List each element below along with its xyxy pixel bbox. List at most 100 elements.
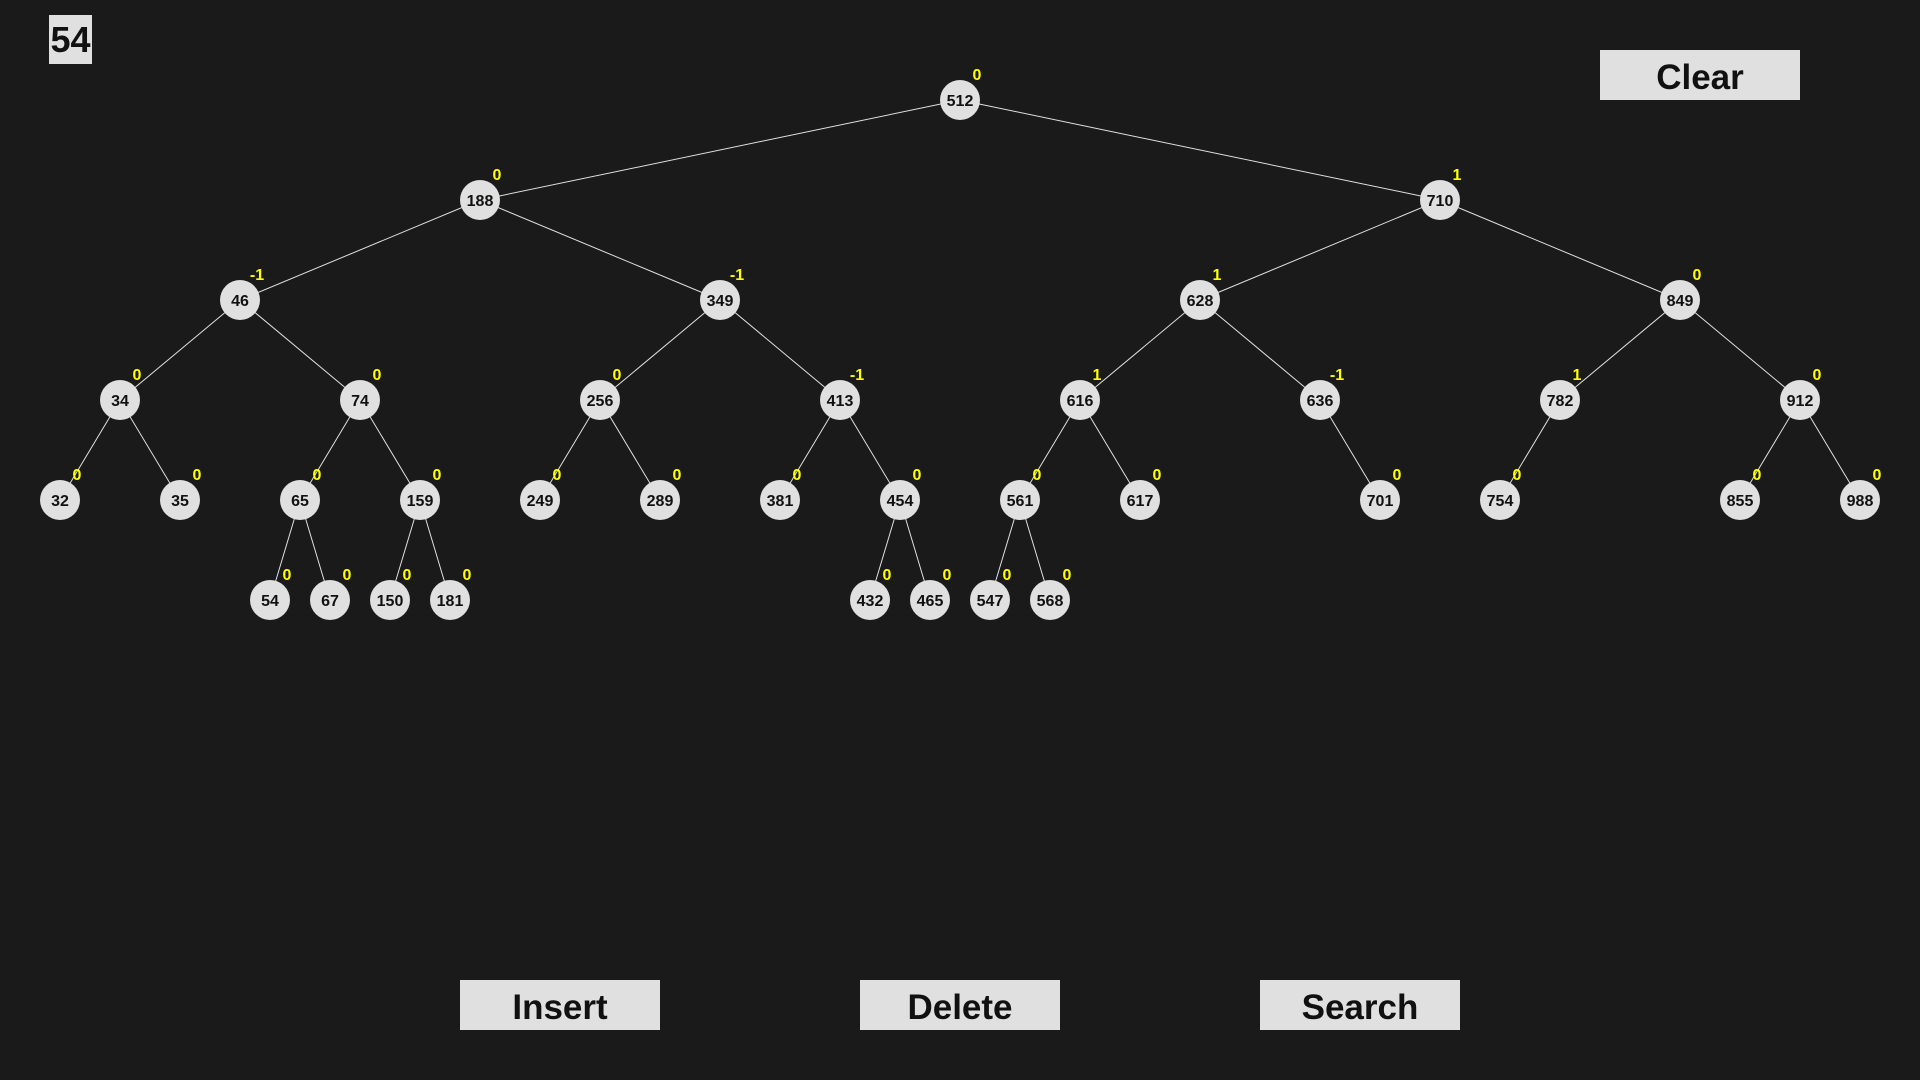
node-circle: [820, 380, 860, 420]
tree-node-54[interactable]: 540: [250, 567, 292, 620]
node-value: 413: [827, 393, 854, 410]
balance-factor: 0: [1003, 567, 1012, 584]
node-circle: [1360, 480, 1400, 520]
tree-node-34[interactable]: 340: [100, 367, 142, 420]
node-value: 65: [291, 493, 309, 510]
node-circle: [100, 380, 140, 420]
tree-node-349[interactable]: 349-1: [700, 267, 744, 320]
node-circle: [430, 580, 470, 620]
node-value: 159: [407, 493, 434, 510]
node-value: 249: [527, 493, 554, 510]
balance-factor: 0: [943, 567, 952, 584]
node-value: 512: [947, 93, 974, 110]
node-circle: [910, 580, 950, 620]
tree-edge: [1079, 299, 1201, 401]
node-circle: [160, 480, 200, 520]
node-circle: [1180, 280, 1220, 320]
node-value: 454: [887, 493, 914, 510]
node-value: 289: [647, 493, 674, 510]
tree-edge: [719, 299, 841, 401]
tree-node-413[interactable]: 413 -1: [820, 367, 864, 420]
delete-button[interactable]: Delete: [860, 980, 1060, 1030]
balance-factor: 0: [1033, 467, 1042, 484]
node-value: 181: [437, 593, 464, 610]
insert-button[interactable]: Insert: [460, 980, 660, 1030]
balance-factor: 0: [73, 467, 82, 484]
tree-node-65[interactable]: 650: [280, 467, 322, 520]
tree-node-46[interactable]: 46-1: [220, 267, 264, 320]
balance-factor: 0: [283, 567, 292, 584]
node-value: 561: [1007, 493, 1034, 510]
node-value: 617: [1127, 493, 1154, 510]
balance-factor: 0: [493, 167, 502, 184]
node-circle: [1300, 380, 1340, 420]
tree-edge: [239, 299, 361, 401]
node-circle: [700, 280, 740, 320]
balance-factor: 0: [1393, 467, 1402, 484]
node-value: 912: [1787, 393, 1814, 410]
tree-node-617[interactable]: 617 0: [1120, 467, 1162, 520]
node-circle: [1480, 480, 1520, 520]
search-button[interactable]: Search: [1260, 980, 1460, 1030]
tree-node-35[interactable]: 350: [160, 467, 202, 520]
balance-factor: -1: [730, 267, 744, 284]
tree-node-67[interactable]: 670: [310, 567, 352, 620]
tree-edge: [479, 99, 961, 201]
tree-edge: [599, 299, 721, 401]
balance-factor: -1: [850, 367, 864, 384]
balance-factor: 0: [1153, 467, 1162, 484]
node-value: 381: [767, 493, 794, 510]
tree-edge: [1199, 199, 1441, 301]
node-value: 710: [1427, 193, 1454, 210]
node-circle: [1030, 580, 1070, 620]
node-value: 35: [171, 493, 189, 510]
tree-node-636[interactable]: 636-1: [1300, 367, 1344, 420]
node-circle: [850, 580, 890, 620]
tree-node-561[interactable]: 561 0: [1000, 467, 1042, 520]
balance-factor: 0: [343, 567, 352, 584]
balance-factor: 0: [883, 567, 892, 584]
balance-factor: 1: [1213, 267, 1222, 284]
node-value: 616: [1067, 393, 1094, 410]
node-value: 74: [351, 393, 369, 410]
tree-edge: [1559, 299, 1681, 401]
node-circle: [970, 580, 1010, 620]
tree-node-249[interactable]: 249 0: [520, 467, 562, 520]
tree-node-74[interactable]: 740: [340, 367, 382, 420]
tree-node-32[interactable]: 320: [40, 467, 82, 520]
node-value: 46: [231, 293, 249, 310]
node-value: 188: [467, 193, 494, 210]
node-circle: [1840, 480, 1880, 520]
balance-factor: 0: [553, 467, 562, 484]
value-input[interactable]: 54: [49, 15, 92, 64]
node-circle: [1720, 480, 1760, 520]
balance-factor: 0: [193, 467, 202, 484]
clear-button[interactable]: Clear: [1600, 50, 1800, 100]
tree-edge: [1199, 299, 1321, 401]
node-circle: [280, 480, 320, 520]
node-circle: [640, 480, 680, 520]
